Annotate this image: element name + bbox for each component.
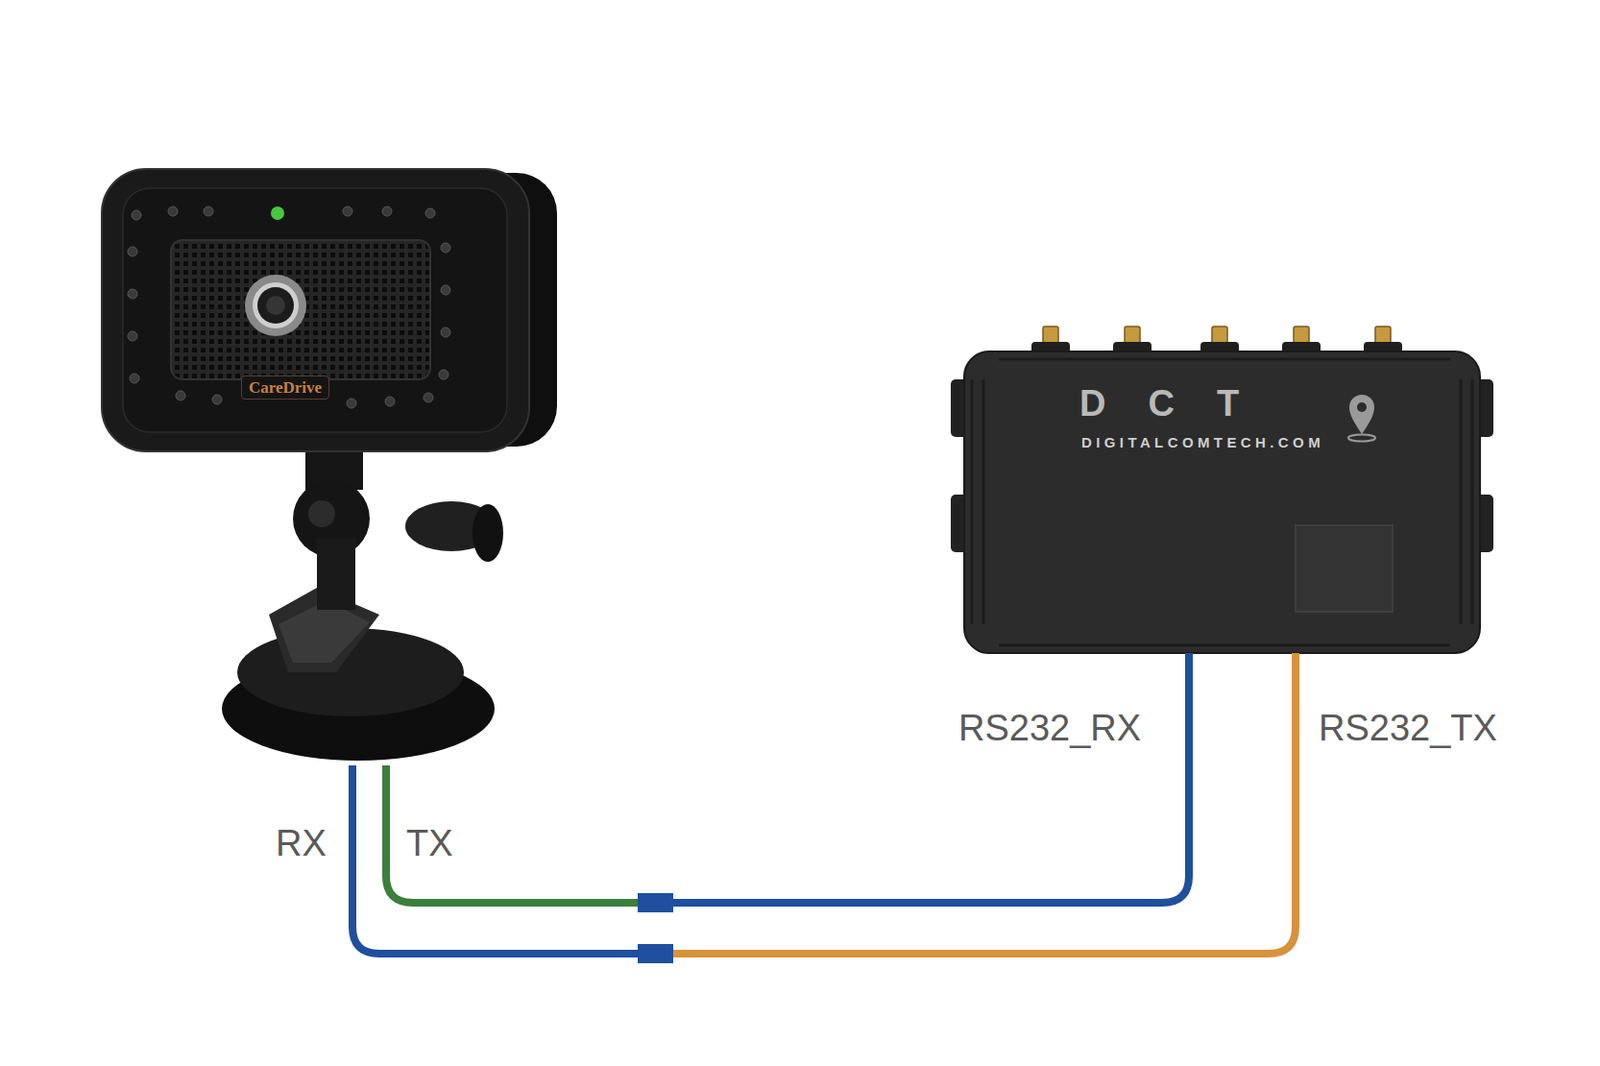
camera-illustration-part-part xyxy=(440,327,451,338)
camera-illustration-part-part xyxy=(382,206,392,217)
wire-segment xyxy=(655,653,1189,903)
camera-illustration-part-part xyxy=(127,289,138,299)
camera-illustration-part-part xyxy=(168,206,178,217)
camera-illustration-part xyxy=(308,500,336,528)
camera-illustration-part xyxy=(244,274,307,337)
camera-illustration-part xyxy=(122,188,508,433)
tracker-illustration-part-part xyxy=(998,358,1451,362)
camera-illustration-part-part xyxy=(440,285,451,295)
camera-illustration-part xyxy=(252,282,299,329)
camera-box: CareDrive xyxy=(101,168,557,766)
camera-illustration-part xyxy=(270,206,285,220)
camera-illustration-part-part xyxy=(131,210,142,220)
tracker-illustration-part xyxy=(1349,394,1375,435)
tracker-illustration-part xyxy=(1348,435,1376,442)
tracker-illustration-part xyxy=(964,351,1480,654)
tracker-illustration-part-part xyxy=(998,644,1451,648)
tracker-illustration-part xyxy=(971,359,1473,646)
wire-segment xyxy=(655,653,1296,954)
camera-illustration-part xyxy=(257,287,294,324)
camera-illustration-part-part xyxy=(440,242,451,253)
wire-segment xyxy=(352,765,656,954)
camera-illustration-part-part xyxy=(127,331,138,341)
camera-illustration-part-part xyxy=(175,390,186,401)
camera-illustration-part-part xyxy=(212,394,222,405)
camera-illustration-part-part xyxy=(342,206,353,217)
tracker-illustration-part-part xyxy=(1471,379,1475,625)
camera-illustration-part-part xyxy=(438,369,449,380)
signal-name: RX xyxy=(273,824,329,863)
camera-illustration-part-part xyxy=(385,396,395,407)
camera-illustration-part-part xyxy=(129,373,140,384)
brand-plate: CareDrive xyxy=(241,375,330,400)
camera-illustration-part xyxy=(127,206,451,409)
wire-connector xyxy=(352,653,1296,964)
wire-splice xyxy=(637,893,674,913)
camera-illustration-part xyxy=(472,504,504,562)
tracker-illustration xyxy=(950,326,1494,654)
wire-segment xyxy=(386,765,656,903)
tracker-box: DCT DIGITALCOMTECH.COM xyxy=(964,346,1480,654)
camera-illustration-part xyxy=(266,295,286,316)
camera-illustration-part xyxy=(101,169,530,452)
camera-illustration-part-part xyxy=(423,392,434,403)
brand-logo: DCT xyxy=(1079,385,1282,422)
tracker-illustration-part-part xyxy=(970,379,974,625)
tracker-illustration-part-part xyxy=(982,379,986,625)
camera-illustration-part-part xyxy=(203,206,214,217)
tracker-illustration-part xyxy=(1357,402,1367,413)
camera-illustration-part-part xyxy=(425,208,436,219)
tracker-illustration-part xyxy=(1295,525,1393,612)
signal-name: RS232_TX xyxy=(1316,708,1500,748)
camera-illustration-part-part xyxy=(346,398,357,409)
signal-name: TX xyxy=(404,824,456,863)
camera-illustration-part xyxy=(316,537,356,610)
wire-splice xyxy=(637,944,674,964)
camera-illustration-part xyxy=(170,240,431,380)
camera-illustration-part-part xyxy=(127,246,138,257)
camera-illustration xyxy=(101,169,558,761)
tracker-illustration-part-part xyxy=(1459,379,1463,625)
brand-url: DIGITALCOMTECH.COM xyxy=(1081,435,1325,450)
signal-name: RS232_RX xyxy=(956,708,1143,748)
wire-connector xyxy=(386,653,1189,913)
